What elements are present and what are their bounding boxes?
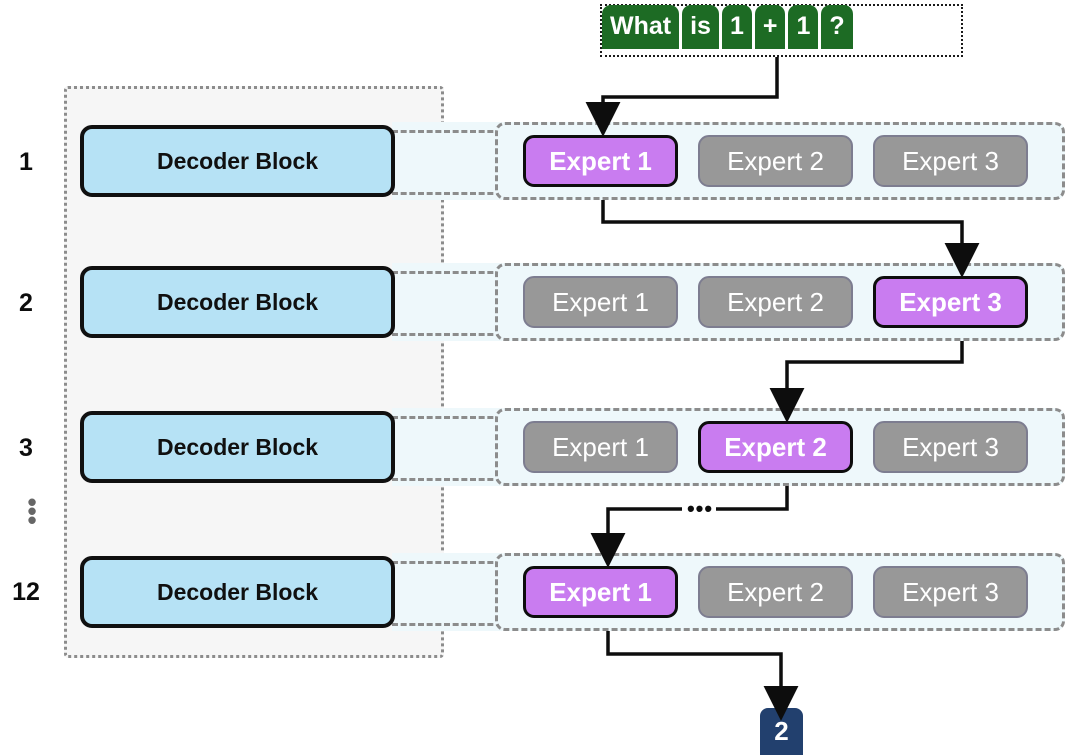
decoder-expert-link-line	[392, 271, 502, 274]
decoder-block-2[interactable]: Decoder Block	[80, 266, 395, 338]
expert-3-inactive[interactable]: Expert 3	[873, 566, 1028, 618]
prompt-token-strip-border	[600, 4, 963, 57]
prompt-token: is	[682, 5, 719, 49]
arrow-layer2-to-layer3	[769, 341, 964, 423]
prompt-token: 1	[721, 5, 752, 49]
expert-1-inactive[interactable]: Expert 1	[523, 421, 678, 473]
expert-2-inactive[interactable]: Expert 2	[698, 276, 853, 328]
decoder-expert-link-line	[392, 561, 502, 564]
layer-ellipsis-icon: • • •	[22, 487, 42, 535]
output-token: 2	[760, 708, 803, 755]
decoder-expert-link-line	[392, 416, 502, 419]
expert-2-active[interactable]: Expert 2	[698, 421, 853, 473]
arrow-layer12-to-output	[606, 631, 799, 721]
decoder-expert-link-line	[392, 623, 502, 626]
ellipsis-dot: •	[27, 496, 37, 526]
decoder-expert-link-line	[392, 130, 502, 133]
arrow-skip-to-layer12	[590, 507, 682, 568]
expert-row-layer-12: Expert 1 Expert 2 Expert 3	[495, 553, 1065, 631]
expert-row-layer-3: Expert 1 Expert 2 Expert 3	[495, 408, 1065, 486]
decoder-expert-link-band	[392, 408, 502, 486]
decoder-expert-link-band	[392, 122, 502, 200]
decoder-expert-link-band	[392, 263, 502, 341]
prompt-token: What	[602, 5, 680, 49]
prompt-token: +	[754, 5, 786, 49]
layer-label-2: 2	[19, 289, 33, 317]
expert-3-inactive[interactable]: Expert 3	[873, 421, 1028, 473]
prompt-token: ?	[821, 5, 853, 49]
expert-row-layer-2: Expert 1 Expert 2 Expert 3	[495, 263, 1065, 341]
ellipsis-dot: •	[27, 487, 37, 517]
layer-label-1: 1	[19, 148, 33, 176]
layer-label-3: 3	[19, 434, 33, 462]
layer-label-12: 12	[12, 578, 40, 606]
decoder-expert-link-line	[392, 333, 502, 336]
prompt-token-list: What is 1 + 1 ?	[602, 5, 853, 49]
prompt-token: 1	[788, 5, 819, 49]
decoder-expert-link-line	[392, 192, 502, 195]
arrow-prompt-to-layer1	[585, 57, 779, 137]
decoder-expert-link-band	[392, 553, 502, 631]
decoder-block-12[interactable]: Decoder Block	[80, 556, 395, 628]
skip-ellipsis-icon: •••	[686, 496, 714, 521]
decoder-block-1[interactable]: Decoder Block	[80, 125, 395, 197]
arrow-layer3-skip-right-segment	[716, 486, 789, 511]
decoder-block-3[interactable]: Decoder Block	[80, 411, 395, 483]
expert-2-inactive[interactable]: Expert 2	[698, 566, 853, 618]
arrow-layer1-to-layer2	[601, 200, 980, 278]
expert-1-active[interactable]: Expert 1	[523, 566, 678, 618]
expert-1-active[interactable]: Expert 1	[523, 135, 678, 187]
decoder-expert-link-line	[392, 478, 502, 481]
expert-2-inactive[interactable]: Expert 2	[698, 135, 853, 187]
expert-row-layer-1: Expert 1 Expert 2 Expert 3	[495, 122, 1065, 200]
expert-1-inactive[interactable]: Expert 1	[523, 276, 678, 328]
expert-3-inactive[interactable]: Expert 3	[873, 135, 1028, 187]
expert-3-active[interactable]: Expert 3	[873, 276, 1028, 328]
ellipsis-dot: •	[27, 505, 37, 535]
